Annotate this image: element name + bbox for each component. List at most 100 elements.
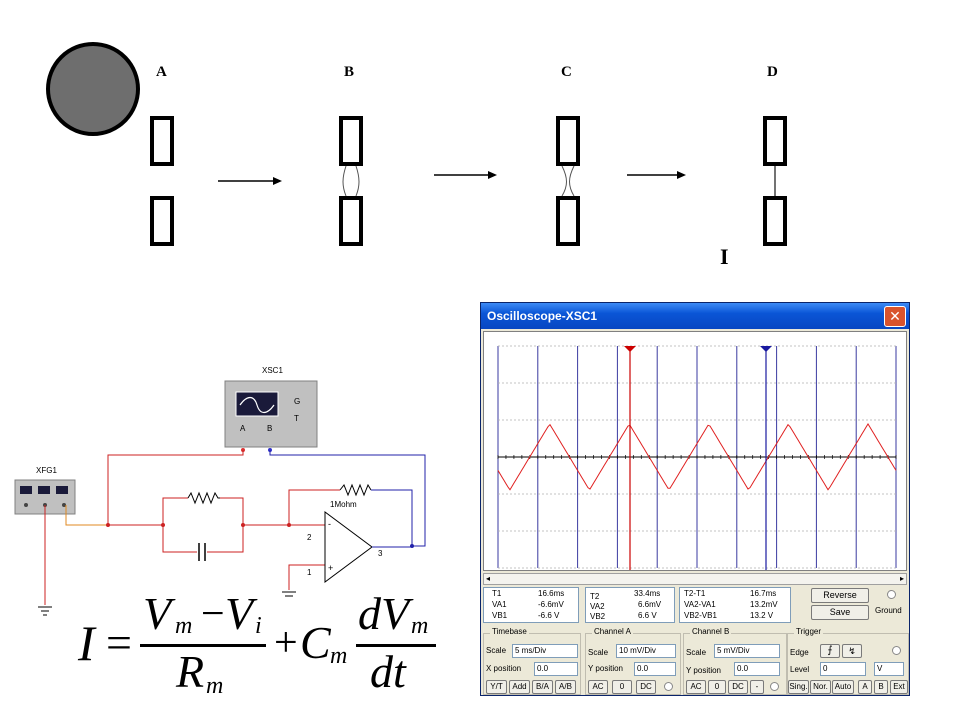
- cursor-2-handle: [760, 346, 772, 352]
- opamp-plus: +: [328, 563, 334, 573]
- delta-va-label: VA2-VA1: [684, 600, 716, 609]
- va2-label: VA2: [590, 602, 605, 611]
- stage-a-upper-cell: [150, 116, 174, 166]
- eq-num1-sub: m: [175, 613, 193, 639]
- x-position-field[interactable]: 0.0: [534, 662, 578, 676]
- stage-b-lower-cell: [339, 196, 363, 246]
- ground-label: Ground: [875, 606, 902, 615]
- display-scrollbar[interactable]: ◂ ▸: [483, 573, 907, 585]
- stage-c-lower-cell: [556, 196, 580, 246]
- delta-t-label: T2-T1: [684, 589, 706, 598]
- close-button[interactable]: ✕: [884, 306, 906, 327]
- timebase-scale-field[interactable]: 5 ms/Div: [512, 644, 578, 658]
- channel-b-ac-button[interactable]: AC: [686, 680, 706, 694]
- eq-dnum: dV: [358, 588, 410, 639]
- eq-num2: V: [225, 588, 254, 639]
- channel-b-dc-button[interactable]: DC: [728, 680, 748, 694]
- channel-a-title: Channel A: [592, 627, 633, 636]
- gap-junction-diagram: [46, 42, 787, 246]
- channel-a-dc-button[interactable]: DC: [636, 680, 656, 694]
- channel-b-radio[interactable]: [770, 682, 779, 691]
- trigger-title: Trigger: [794, 627, 824, 636]
- channel-a-group: Channel A Scale 10 mV/Div Y position 0.0…: [585, 627, 681, 695]
- vb2-label: VB2: [590, 612, 606, 621]
- stage-d-lower-cell: [763, 196, 787, 246]
- save-button[interactable]: Save: [811, 605, 869, 620]
- timebase-scale-label: Scale: [486, 646, 507, 655]
- auto-button[interactable]: Auto: [832, 680, 854, 694]
- delta-readout: T2-T1 VA2-VA1 VB2-VB1 16.7ms 13.2mV 13.2…: [679, 587, 791, 623]
- scope-label: XSC1: [262, 366, 283, 375]
- channel-b-group: Channel B Scale 5 mV/Div Y position 0.0 …: [683, 627, 787, 695]
- trigger-b-button[interactable]: B: [874, 680, 888, 694]
- trigger-ext-button[interactable]: Ext: [890, 680, 908, 694]
- ground-radio[interactable]: [887, 590, 896, 599]
- stage-label-d: D: [767, 64, 778, 80]
- op-amp: [324, 511, 373, 583]
- trigger-a-button[interactable]: A: [858, 680, 872, 694]
- eq-dden: dt: [370, 646, 406, 697]
- channel-a-zero-button[interactable]: 0: [612, 680, 632, 694]
- scroll-left-icon[interactable]: ◂: [486, 574, 491, 583]
- single-button[interactable]: Sing.: [788, 680, 809, 694]
- stage-d-upper-cell: [763, 116, 787, 166]
- eq-den-sub: m: [206, 673, 224, 699]
- fraction-bar-1: [140, 644, 266, 647]
- yt-button[interactable]: Y/T: [486, 680, 507, 694]
- x-position-label: X position: [486, 664, 522, 673]
- add-button[interactable]: Add: [509, 680, 530, 694]
- fraction-bar-2: [356, 644, 436, 647]
- delta-vb-label: VB2-VB1: [684, 611, 717, 620]
- ba-button[interactable]: B/A: [532, 680, 553, 694]
- va1-label: VA1: [492, 600, 507, 609]
- va1-value: -6.6mV: [538, 600, 564, 609]
- level-field[interactable]: 0: [820, 662, 866, 676]
- trigger-edge-radio[interactable]: [892, 646, 901, 655]
- timebase-group: Timebase Scale 5 ms/Div X position 0.0 Y…: [483, 627, 581, 695]
- normal-button[interactable]: Nor.: [810, 680, 831, 694]
- vb1-value: -6.6 V: [538, 611, 560, 620]
- eq-dnum-sub: m: [411, 613, 429, 639]
- va2-value: 6.6mV: [638, 600, 662, 609]
- eq-lhs: I: [78, 615, 95, 671]
- stage-label-b: B: [344, 64, 355, 80]
- equation: I = V m − V i R m + C m dV m dt: [78, 590, 438, 700]
- stage-c-upper-cell: [556, 116, 580, 166]
- stray-mark: I: [720, 244, 729, 269]
- channel-b-ypos-label: Y position: [686, 666, 721, 675]
- reverse-button[interactable]: Reverse: [811, 588, 869, 603]
- rising-edge-button[interactable]: ⨍: [820, 644, 840, 658]
- channel-b-zero-button[interactable]: 0: [708, 680, 726, 694]
- opamp-pin-2: 2: [307, 533, 312, 542]
- stage-label-a: A: [156, 64, 167, 80]
- level-label: Level: [790, 665, 810, 674]
- channel-a-ac-button[interactable]: AC: [588, 680, 608, 694]
- eq-plus: +: [274, 620, 298, 666]
- bullet-circle: [46, 42, 140, 136]
- delta-t-value: 16.7ms: [750, 589, 777, 598]
- channel-b-scale-label: Scale: [686, 648, 707, 657]
- eq-num2-sub: i: [255, 613, 262, 639]
- level-unit-field[interactable]: V: [874, 662, 904, 676]
- generator-label: XFG1: [36, 466, 57, 475]
- timebase-title: Timebase: [490, 627, 529, 636]
- stage-b-upper-cell: [339, 116, 363, 166]
- oscilloscope-window: Oscilloscope-XSC1 ✕ ◂ ▸ T1 VA1 VB1 16.6m…: [480, 302, 910, 696]
- falling-edge-button[interactable]: ↯: [842, 644, 862, 658]
- edge-label: Edge: [790, 648, 809, 657]
- scroll-right-icon[interactable]: ▸: [899, 574, 904, 583]
- stage-label-c: C: [561, 64, 572, 80]
- t1-value: 16.6ms: [538, 589, 565, 598]
- channel-b-ypos-field[interactable]: 0.0: [734, 662, 780, 676]
- ab-button[interactable]: A/B: [555, 680, 576, 694]
- channel-a-scale-field[interactable]: 10 mV/Div: [616, 644, 676, 658]
- channel-b-scale-field[interactable]: 5 mV/Div: [714, 644, 780, 658]
- trigger-group: Trigger Edge ⨍ ↯ Level 0 V Sing. Nor. Au…: [787, 627, 909, 695]
- channel-a-trace: [497, 423, 897, 491]
- scope-port-a: A: [240, 424, 246, 433]
- t2-value: 33.4ms: [634, 589, 661, 598]
- channel-a-radio[interactable]: [664, 682, 673, 691]
- channel-b-minus-button[interactable]: -: [750, 680, 764, 694]
- channel-a-ypos-field[interactable]: 0.0: [634, 662, 676, 676]
- delta-va-value: 13.2mV: [750, 600, 778, 609]
